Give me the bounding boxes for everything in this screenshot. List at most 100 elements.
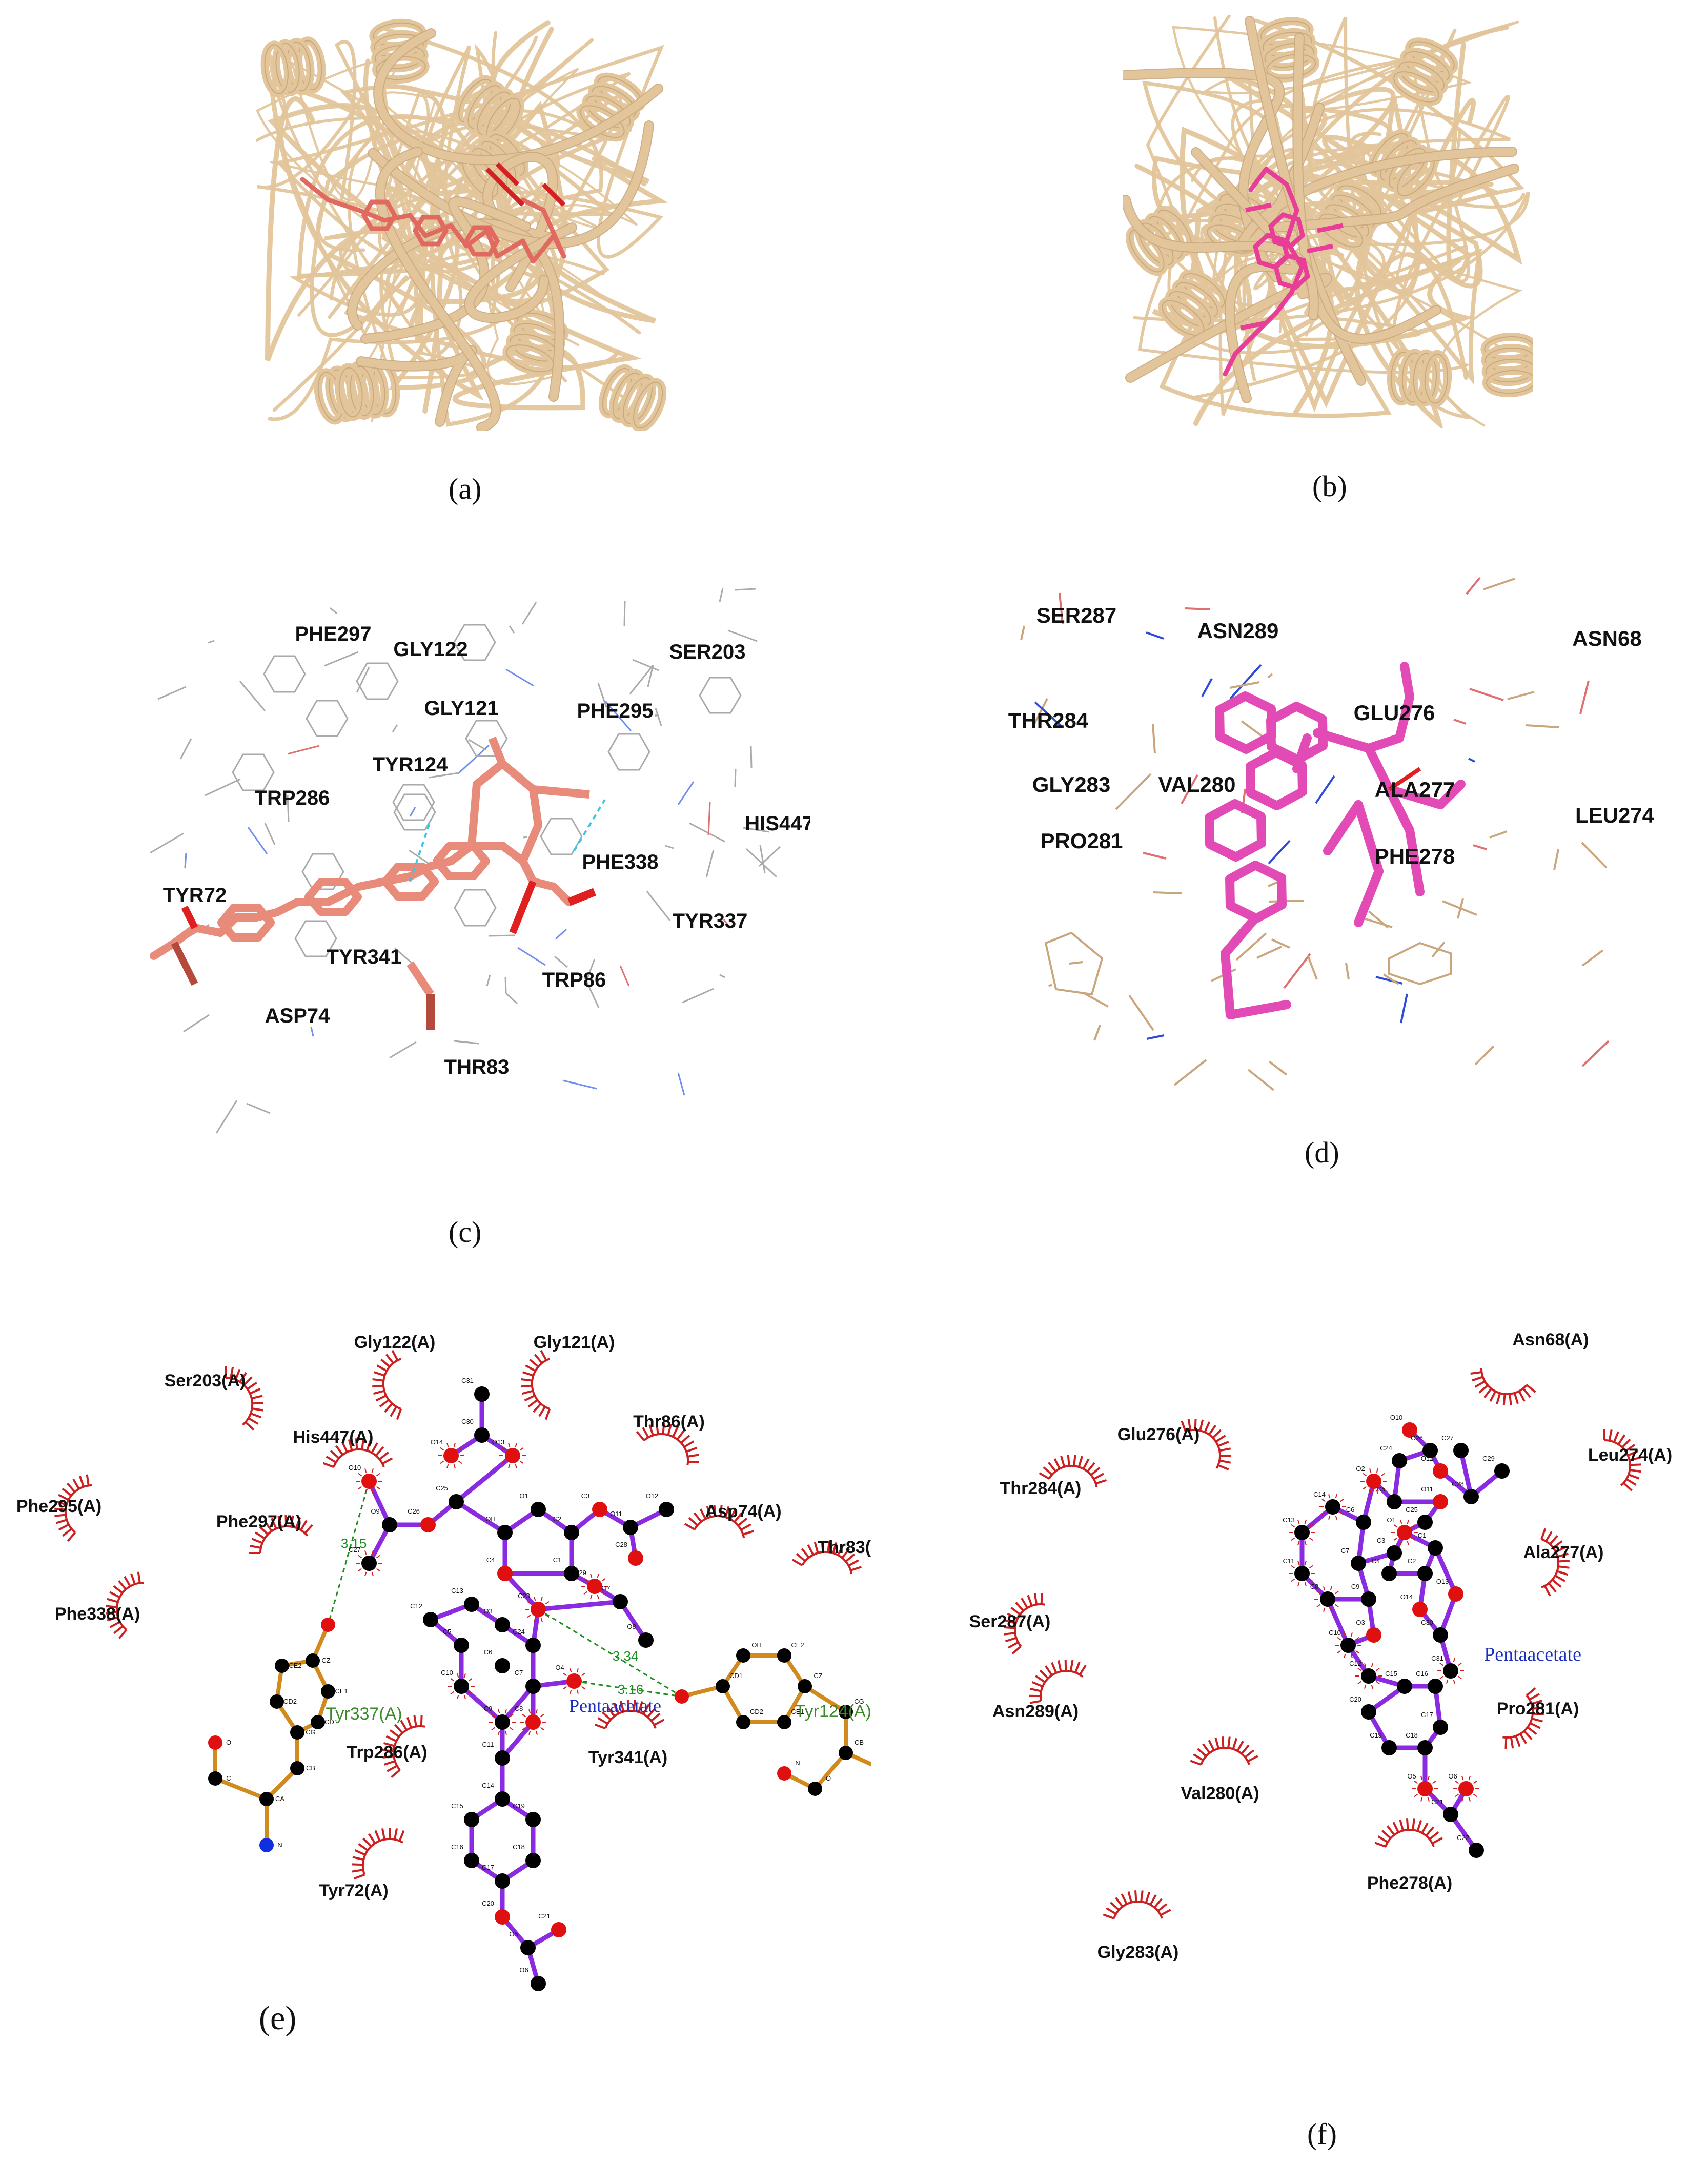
atom-label: O10 xyxy=(1390,1414,1403,1421)
residue-wire xyxy=(554,955,568,968)
hydrophobic-residue-label: Phe338(A) xyxy=(55,1604,140,1624)
residue-wire xyxy=(632,659,659,671)
hydrophobic-arc-spike xyxy=(1079,1664,1087,1675)
residue-wire xyxy=(1283,953,1311,989)
protein-loop xyxy=(255,109,603,379)
caption-c: (c) xyxy=(449,1215,482,1249)
panel-a-cartoon xyxy=(255,15,669,433)
contact-spike xyxy=(1458,1675,1462,1680)
contact-spike xyxy=(1330,1586,1332,1591)
residue-wire xyxy=(1128,994,1154,1031)
ligand-c-terminal xyxy=(171,941,198,986)
residue-wire xyxy=(727,629,758,642)
atom-label: O7 xyxy=(601,1584,610,1592)
contact-spike xyxy=(1335,1604,1339,1608)
protein-sheet-top xyxy=(1238,104,1516,251)
ligand-d-bond xyxy=(1395,692,1414,743)
ligand-d-bond xyxy=(1221,913,1260,958)
atom-label: C30 xyxy=(1421,1619,1433,1626)
residue-wire xyxy=(409,807,416,817)
ligand-bond xyxy=(618,1600,648,1642)
residue-label-c: ASP74 xyxy=(265,1005,330,1027)
ligand-bond xyxy=(455,1500,506,1535)
ligand-b-bond xyxy=(1223,351,1238,377)
hydrophobic-arc-spike xyxy=(381,1457,393,1465)
protein-loop xyxy=(289,39,491,317)
contact-spike xyxy=(597,1595,599,1600)
residue-wire xyxy=(1146,1034,1165,1040)
hydrophobic-arc-spike xyxy=(1543,1585,1551,1597)
hydrophobic-arc-spike xyxy=(1374,1842,1386,1848)
hydrophobic-arc-spike xyxy=(358,1843,369,1851)
protein-loop xyxy=(1172,26,1523,427)
carbon-atom xyxy=(464,1597,479,1612)
carbon-atom xyxy=(525,1812,541,1827)
contact-spike xyxy=(581,1672,585,1677)
ligand-c-ring xyxy=(433,842,490,880)
carbon-atom xyxy=(1433,1720,1448,1735)
carbon-atom xyxy=(495,1617,510,1632)
hydrophobic-arc-spike xyxy=(1483,1388,1492,1399)
residue-label-c: THR83 xyxy=(444,1056,510,1078)
contact-spike xyxy=(1461,1797,1464,1802)
atom-label: C9 xyxy=(1351,1583,1360,1590)
carbon-atom xyxy=(1392,1453,1407,1468)
hydrophobic-arc-spike xyxy=(1202,1743,1211,1754)
panel-e-diagram: Gly122(A)Gly121(A)Ser203(A)His447(A)Thr8… xyxy=(16,1333,910,1991)
residue-wire xyxy=(429,772,459,779)
hydrophobic-residue-label: Phe278(A) xyxy=(1367,1873,1452,1893)
hydrophobic-arc-spike xyxy=(1518,1391,1526,1402)
hydrophobic-arc-spike xyxy=(534,1354,543,1364)
hydrophobic-arc-line xyxy=(1541,1538,1559,1588)
hydrophobic-arc-spike xyxy=(1160,1909,1171,1916)
hydrophobic-arc-spike xyxy=(1489,1391,1497,1402)
hydrophobic-arc-spike xyxy=(384,1760,396,1766)
ligand-d-bond xyxy=(1400,662,1414,702)
oxygen-atom xyxy=(592,1502,607,1517)
oxygen-atom xyxy=(551,1922,566,1937)
oxygen-atom xyxy=(1448,1586,1463,1602)
hydrophobic-contact-arc xyxy=(54,1474,92,1542)
atom-label: CE2 xyxy=(791,1641,804,1649)
hydrophobic-arc-spike xyxy=(642,1427,649,1438)
hydrophobic-arc-spike xyxy=(1015,1602,1025,1612)
contact-spike xyxy=(1446,1679,1449,1684)
atom-label: C25 xyxy=(1406,1506,1418,1514)
hydrophobic-arc-spike xyxy=(335,1445,344,1456)
contact-spike xyxy=(376,1486,380,1490)
contact-spike xyxy=(1321,1511,1326,1516)
contact-spike xyxy=(1468,1775,1471,1781)
carbon-atom xyxy=(623,1520,638,1535)
residue-wire xyxy=(356,667,370,693)
hydrophobic-arc-spike xyxy=(1194,1418,1197,1431)
hydrophobic-arc-spike xyxy=(1244,1749,1255,1759)
ligand-b-ring xyxy=(1252,232,1290,270)
ligand-d-ring xyxy=(1246,748,1307,810)
residue-ring-wire xyxy=(263,655,306,693)
atom-label: C28 xyxy=(615,1541,627,1548)
carbon-atom xyxy=(495,1791,510,1807)
hydrophobic-arc-spike xyxy=(249,1551,260,1554)
ligand-d-bond xyxy=(1354,800,1384,876)
contact-spike xyxy=(1473,1793,1477,1797)
hydrophobic-arc-spike xyxy=(1140,1890,1144,1902)
contact-spike xyxy=(1371,1663,1373,1668)
hydrophobic-arc-spike xyxy=(1208,1740,1215,1751)
atom-label: O6 xyxy=(1448,1772,1457,1780)
hydrophobic-arc-spike xyxy=(58,1523,70,1531)
hydrophobic-arc-spike xyxy=(533,1403,542,1413)
helix-shade xyxy=(264,44,289,94)
hydrophobic-arc-spike xyxy=(1214,1737,1220,1749)
hydrophobic-arc-spike xyxy=(734,1513,743,1523)
contact-spike xyxy=(1412,1524,1416,1528)
hydrophobic-arc-line xyxy=(1502,1694,1534,1739)
residue-wire xyxy=(723,919,731,929)
hydrophobic-arc-spike xyxy=(371,1442,378,1454)
hydrophobic-arc-spike xyxy=(1629,1456,1641,1461)
residue-ring-wire xyxy=(699,677,742,714)
hydrophobic-arc-spike xyxy=(300,1520,308,1531)
contact-spike xyxy=(1291,1524,1295,1528)
contact-spike xyxy=(602,1578,606,1582)
hydrophobic-arc-spike xyxy=(827,1541,830,1552)
contact-spike xyxy=(1381,1473,1385,1477)
